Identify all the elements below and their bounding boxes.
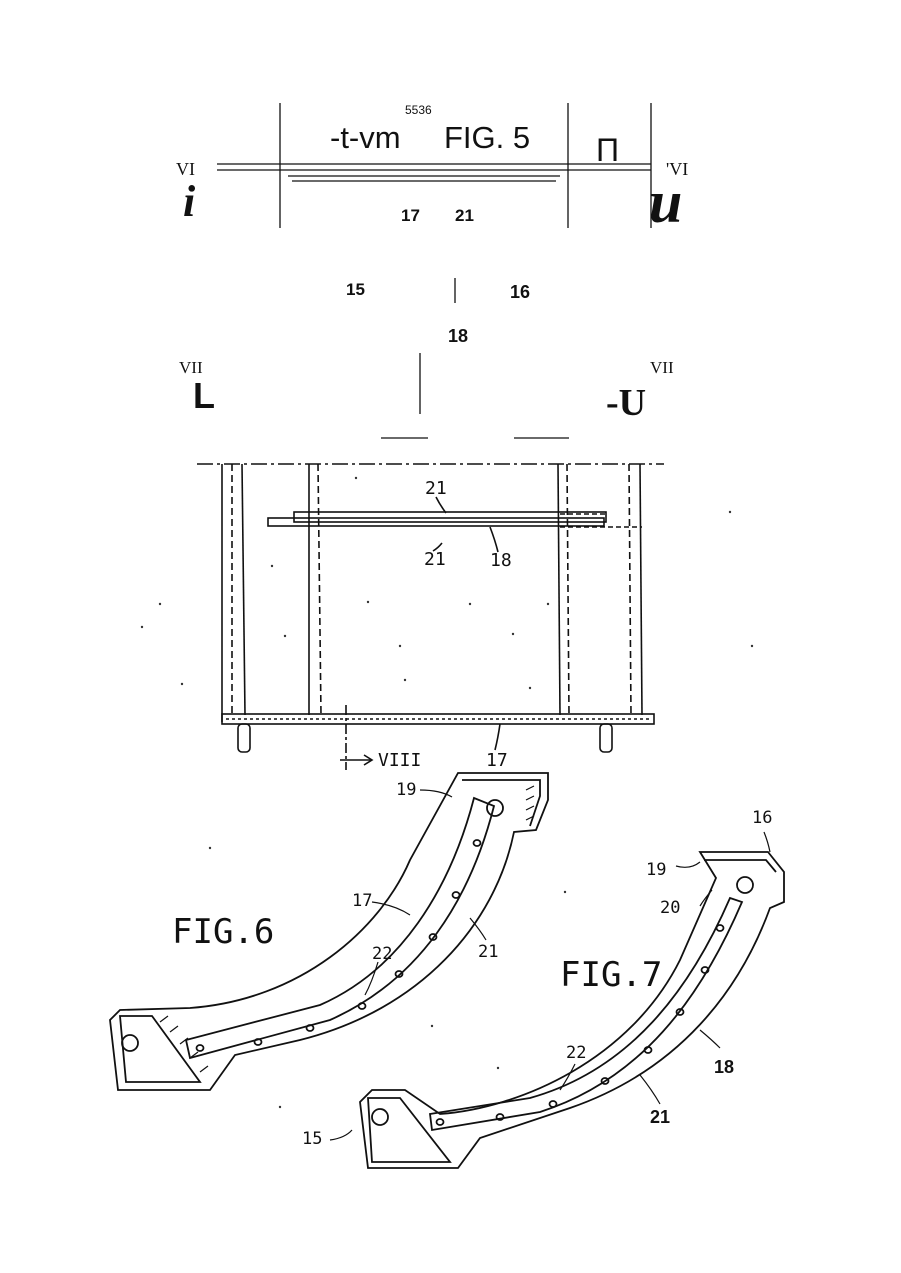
section-vii-left: VII: [179, 359, 203, 376]
ref-16-mid: 16: [510, 283, 530, 301]
fig6-ref-19: 19: [396, 782, 416, 799]
header-frame: [217, 103, 651, 438]
fig7-ref-19: 19: [646, 862, 666, 879]
section-vi-left: VI: [176, 160, 195, 178]
section-vii-right: VII: [650, 359, 674, 376]
garbled-ocr-text: -t-vm: [330, 122, 401, 153]
section-glyph-u2: -U: [606, 384, 646, 422]
fig5-ref-21-bottom: 21: [424, 551, 446, 569]
fig7-ref-22: 22: [566, 1045, 586, 1062]
fig6-ref-22: 22: [372, 946, 392, 963]
section-glyph-l: L: [193, 378, 215, 414]
ref-15-mid: 15: [346, 281, 365, 298]
ref-21-top: 21: [455, 207, 474, 224]
ref-17-top: 17: [401, 207, 420, 224]
fig5-ref-21-top: 21: [425, 480, 447, 498]
fig5-title: FIG. 5: [444, 122, 530, 153]
fig5-ref-18: 18: [490, 552, 512, 570]
ref-18-mid: 18: [448, 327, 468, 345]
fig6-title: FIG.6: [172, 915, 274, 949]
document-code: 5536: [405, 104, 432, 116]
section-glyph-u: u: [649, 172, 682, 232]
fig7-title: FIG.7: [560, 958, 662, 992]
pi-glyph: Π: [596, 134, 619, 166]
fig5-ref-17: 17: [486, 752, 508, 770]
fig6-ref-21: 21: [478, 944, 498, 961]
section-viii-label: VIII: [378, 752, 421, 770]
fig6-ref-17: 17: [352, 893, 372, 910]
fig7-ref-16: 16: [752, 810, 772, 827]
section-glyph-i: i: [183, 180, 195, 224]
fig7-ref-20: 20: [660, 900, 680, 917]
fig7-ref-18: 18: [714, 1058, 734, 1076]
fig7-ref-15: 15: [302, 1131, 322, 1148]
fig7-ref-21: 21: [650, 1108, 670, 1126]
fig5-frame: [197, 464, 664, 770]
